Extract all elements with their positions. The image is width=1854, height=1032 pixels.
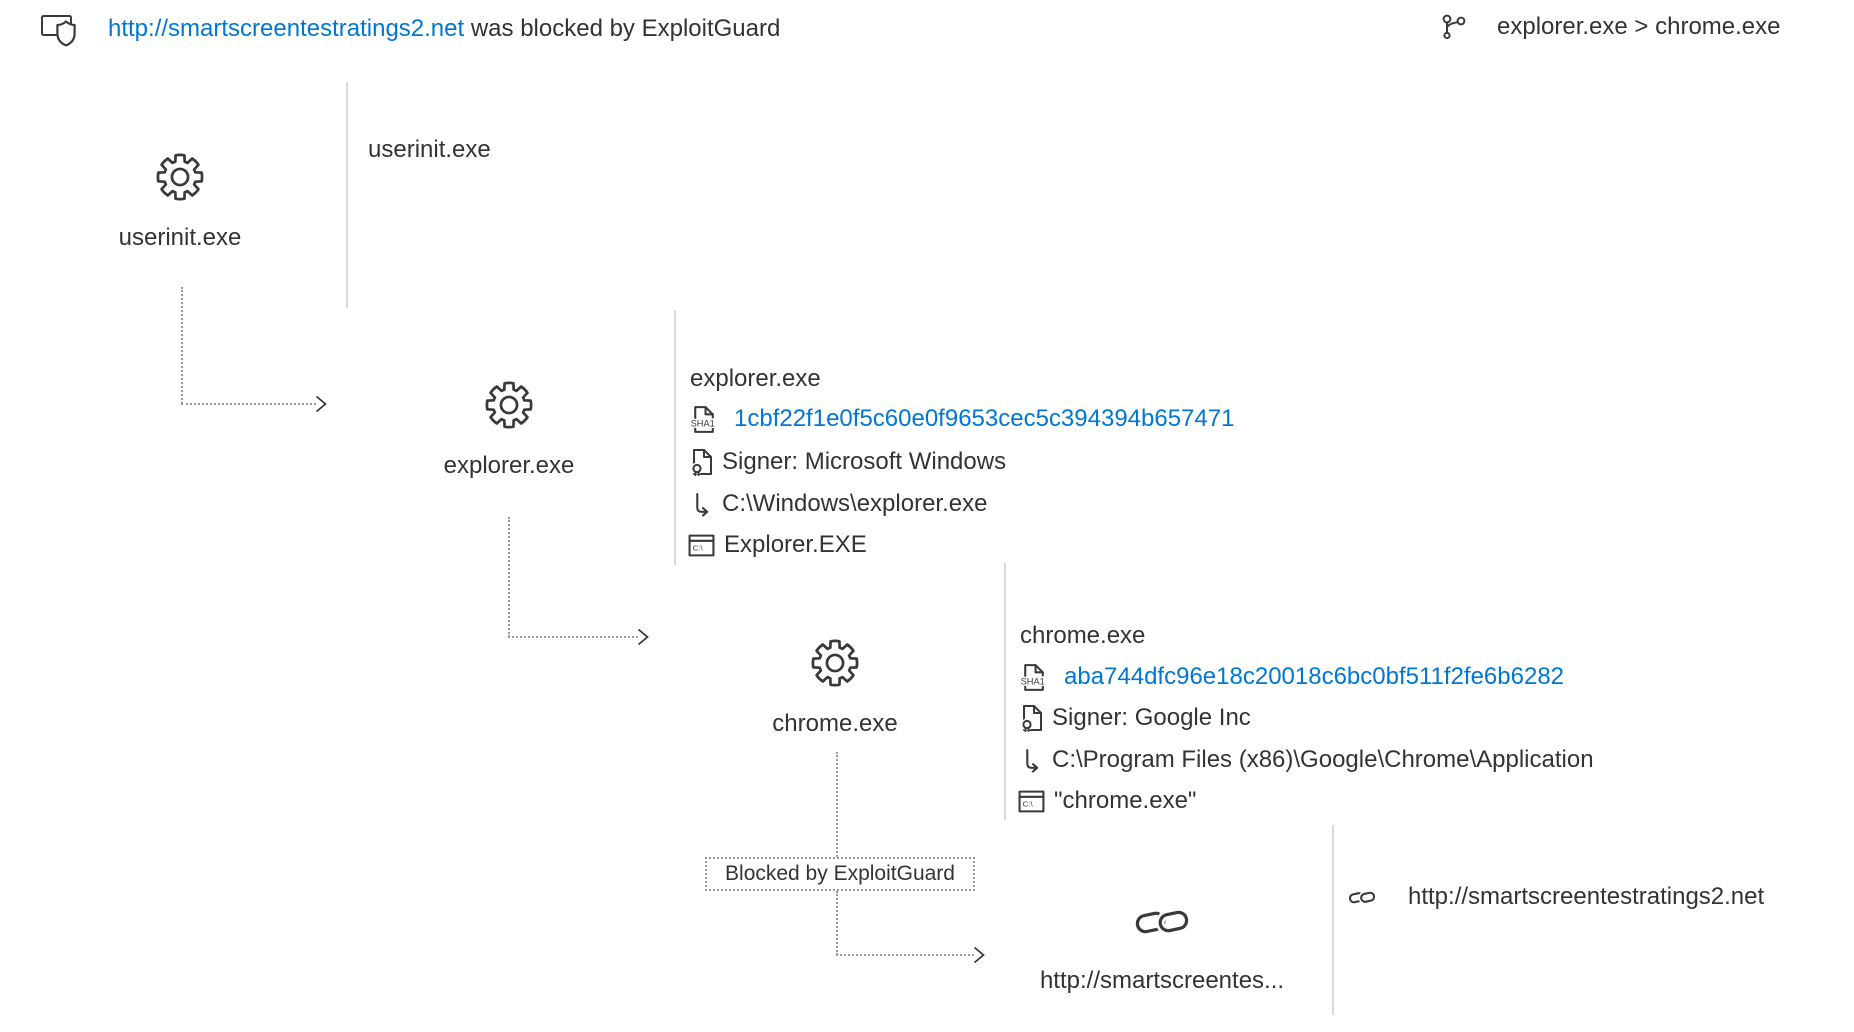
edge-chrome-url-horizontal [836,954,974,956]
command-line-text: Explorer.EXE [724,531,867,558]
sha1-row: SHA1 aba744dfc96e18c20018c6bc0bf511f2fe6… [1020,662,1564,692]
process-node-userinit[interactable]: userinit.exe [80,151,280,252]
panel-divider [1332,825,1334,1015]
process-node-label: explorer.exe [443,452,575,479]
link-icon [1135,908,1191,935]
path-text: C:\Windows\explorer.exe [722,490,988,517]
certificate-icon [690,448,714,476]
edge-userinit-explorer-horizontal [181,403,316,405]
blocked-url-link[interactable]: http://smartscreentestratings2.net [108,15,465,42]
file-path-icon [1020,748,1044,773]
edge-blocked-label: Blocked by ExploitGuard [705,857,975,891]
arrowhead-icon [315,395,327,413]
command-line-row: C:\ "chrome.exe" [1018,786,1196,816]
process-node-chrome[interactable]: chrome.exe [735,637,935,738]
console-icon: C:\ [688,534,715,557]
edge-explorer-chrome-horizontal [508,636,638,638]
sha1-file-icon: SHA1 [1020,662,1047,693]
alert-header: http://smartscreentestratings2.net was b… [38,10,780,48]
signer-row: Signer: Microsoft Windows [690,447,1006,477]
panel-explorer-title: explorer.exe [690,365,821,392]
link-icon [1348,888,1376,907]
svg-text:C:\: C:\ [1023,799,1034,808]
process-tree-icon [1442,14,1466,40]
edge-explorer-chrome-vertical [508,517,510,637]
signer-text: Signer: Microsoft Windows [722,448,1007,475]
console-icon: C:\ [1018,790,1045,813]
process-path-text: explorer.exe > chrome.exe [1497,13,1781,40]
gear-icon [485,381,533,429]
process-node-explorer[interactable]: explorer.exe [409,379,609,480]
edge-chrome-url-vertical-lower [836,891,838,955]
edge-userinit-explorer-vertical [181,287,183,404]
panel-divider [346,82,348,308]
panel-divider [1004,563,1006,820]
arrowhead-icon [637,628,649,646]
arrowhead-icon [973,946,985,964]
path-row: C:\Program Files (x86)\Google\Chrome\App… [1020,745,1594,775]
process-node-label: userinit.exe [118,224,242,251]
process-node-label: chrome.exe [772,710,898,737]
command-line-row: C:\ Explorer.EXE [688,530,867,560]
sha1-link[interactable]: 1cbf22f1e0f5c60e0f9653cec5c394394b657471 [734,405,1235,432]
alert-title: http://smartscreentestratings2.net was b… [108,14,780,44]
edge-chrome-url-vertical-upper [836,752,838,857]
path-row: C:\Windows\explorer.exe [690,489,987,519]
blocked-shield-screen-icon [41,15,76,47]
gear-icon [811,639,859,687]
svg-text:SHA1: SHA1 [1021,676,1045,686]
sha1-link[interactable]: aba744dfc96e18c20018c6bc0bf511f2fe6b6282 [1064,663,1565,690]
certificate-icon [1020,704,1044,732]
panel-userinit-title: userinit.exe [368,136,491,163]
sha1-row: SHA1 1cbf22f1e0f5c60e0f9653cec5c394394b6… [690,404,1234,434]
signer-row: Signer: Google Inc [1020,703,1251,733]
blocked-url-detail-link[interactable]: http://smartscreentestratings2.net [1408,883,1765,910]
svg-text:C:\: C:\ [693,543,704,552]
signer-text: Signer: Google Inc [1052,704,1251,731]
url-row: http://smartscreentestratings2.net [1348,882,1764,912]
url-node[interactable]: http://smartscreentes... [1012,903,1312,995]
svg-text:SHA1: SHA1 [691,418,715,428]
process-path-breadcrumb: explorer.exe > chrome.exe [1440,12,1781,42]
panel-divider [674,310,676,565]
command-line-text: "chrome.exe" [1054,787,1197,814]
url-node-label: http://smartscreentes... [1039,967,1285,994]
sha1-file-icon: SHA1 [690,404,717,435]
file-path-icon [690,492,714,517]
path-text: C:\Program Files (x86)\Google\Chrome\App… [1052,746,1594,773]
panel-chrome-title: chrome.exe [1020,622,1146,649]
gear-icon [156,153,204,201]
alert-title-suffix: was blocked by ExploitGuard [464,15,781,42]
